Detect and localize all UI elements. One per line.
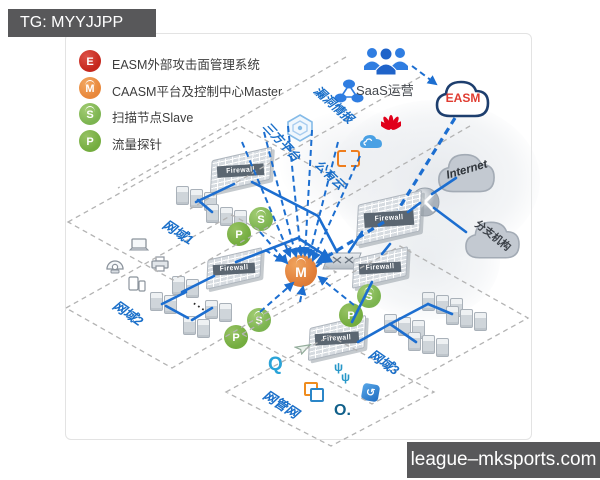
firewall-label: Firewall bbox=[358, 261, 402, 275]
legend-probe-icon: P bbox=[79, 130, 101, 152]
branch-cloud: 分支机构 bbox=[455, 214, 531, 264]
server-group bbox=[150, 292, 178, 314]
watermark-bottom: league–mksports.com bbox=[407, 442, 600, 478]
server-group bbox=[183, 316, 211, 338]
legend-letter: E bbox=[86, 56, 94, 68]
legend-easm-icon: E bbox=[79, 50, 101, 72]
easm-cloud: EASM bbox=[430, 74, 496, 122]
huawei-logo-icon bbox=[381, 114, 401, 132]
probe-node-zone2: P bbox=[224, 325, 248, 349]
firewall-label: Firewall bbox=[363, 209, 415, 228]
arc-decoration bbox=[85, 106, 95, 112]
scanner-node-zone3: S bbox=[357, 284, 381, 308]
legend-letter: M bbox=[85, 83, 95, 95]
server-group bbox=[176, 186, 218, 211]
scanner-node-zone2: S bbox=[247, 308, 271, 332]
watermark-top: TG: MYYJJPP bbox=[8, 9, 156, 37]
caasm-master-node: M bbox=[285, 255, 317, 287]
legend-scanner-icon: S bbox=[79, 103, 101, 125]
mgmt-tool-square-logo: ↺ bbox=[360, 382, 381, 403]
server-group bbox=[384, 314, 426, 339]
printer-icon bbox=[150, 256, 170, 273]
legend-letter: S bbox=[86, 109, 94, 121]
legend-easm-label: EASM外部攻击面管理系统 bbox=[112, 58, 260, 72]
mgmt-tool-q-logo: Q bbox=[268, 354, 283, 375]
mgmt-tool-squares-icon bbox=[304, 382, 326, 402]
firewall-label: Firewall bbox=[314, 331, 360, 346]
legend-caasm-icon: M bbox=[79, 77, 101, 99]
server-group bbox=[408, 332, 450, 357]
public-cloud-icon bbox=[358, 133, 384, 150]
server-group bbox=[206, 204, 248, 229]
code-brackets-icon bbox=[337, 150, 360, 167]
mobile-devices-icon bbox=[128, 276, 146, 292]
saas-users-icon bbox=[362, 44, 410, 76]
probe-node-zone1: P bbox=[227, 222, 251, 246]
firewall-label: Firewall bbox=[217, 163, 265, 178]
arc-decoration bbox=[85, 80, 95, 86]
saas-label: SaaS运营 bbox=[356, 83, 414, 98]
master-letter: M bbox=[295, 264, 307, 280]
mgmt-tool-o-logo: O. bbox=[334, 402, 351, 419]
camera-icon bbox=[104, 259, 126, 276]
legend-caasm-label: CAASM平台及控制中心Master bbox=[112, 85, 283, 99]
scanner-node-zone1: S bbox=[249, 207, 273, 231]
legend-letter: P bbox=[86, 136, 94, 148]
server-group bbox=[446, 306, 488, 331]
legend-scanner-label: 扫描节点Slave bbox=[112, 111, 194, 125]
firewall-label: Firewall bbox=[212, 262, 256, 276]
probe-node-zone3: P bbox=[339, 303, 363, 327]
laptop-icon bbox=[128, 238, 150, 252]
easm-cloud-label: EASM bbox=[445, 91, 481, 105]
legend-probe-label: 流量探针 bbox=[112, 138, 163, 152]
